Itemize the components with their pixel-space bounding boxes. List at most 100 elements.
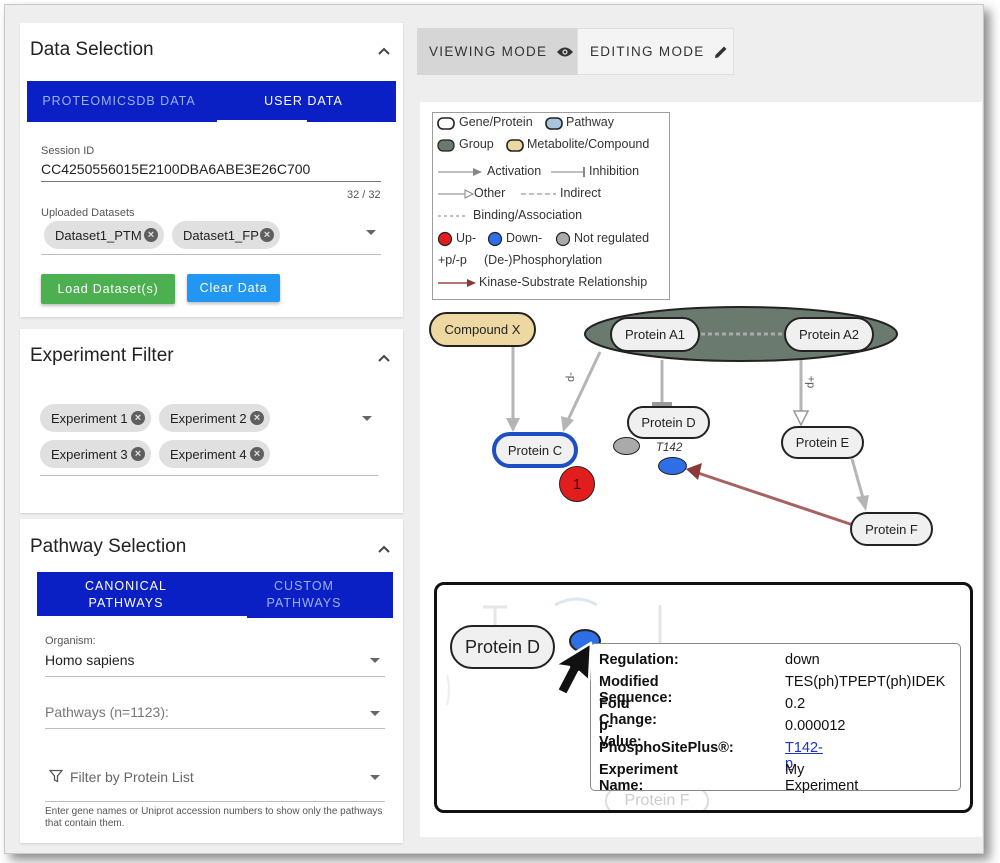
phosphosite-not-regulated[interactable] [613, 437, 640, 455]
experiment-chip-label: Experiment 4 [170, 446, 247, 462]
dataset-chip-label: Dataset1_PTM [55, 227, 142, 243]
session-id-input[interactable]: CC4250556015E2100DBA6ABE3E26C700 [41, 161, 311, 177]
datasets-underline [41, 254, 381, 255]
legend-group: Group [459, 137, 494, 151]
pathways-dropdown-icon[interactable] [370, 711, 380, 716]
editing-mode-label: EDITING MODE [590, 44, 705, 59]
regulation-badge: 1 [559, 466, 595, 502]
organism-dropdown-icon[interactable] [370, 658, 380, 663]
experiment-filter-card: Experiment Filter Experiment 1 × Experim… [20, 329, 403, 513]
tab-active-indicator [37, 616, 247, 618]
legend-activation: Activation [487, 164, 542, 178]
legend-metabolite: Metabolite/Compound [527, 137, 650, 151]
chevron-up-icon[interactable] [376, 43, 392, 59]
dataset-chip[interactable]: Dataset1_FP × [172, 221, 280, 249]
pathways-select[interactable]: Pathways (n=1123): [45, 704, 169, 720]
remove-chip-icon[interactable]: × [144, 228, 158, 242]
edge-label-minus-p: -p [564, 372, 577, 382]
pathways-underline [45, 728, 385, 729]
legend-kinase-substrate: Kinase-Substrate Relationship [479, 275, 648, 289]
clear-data-button[interactable]: Clear Data [187, 274, 280, 302]
experiment-chip[interactable]: Experiment 1 × [40, 404, 151, 432]
data-selection-card: Data Selection PROTEOMICSDB DATA USER DA… [20, 23, 403, 317]
node-protein-a2[interactable]: Protein A2 [784, 317, 874, 352]
legend-gene-protein: Gene/Protein [459, 115, 533, 129]
experiment-filter-title: Experiment Filter [30, 345, 174, 366]
node-protein-e[interactable]: Protein E [781, 426, 864, 459]
chevron-up-icon[interactable] [376, 541, 392, 557]
legend: Gene/Protein Pathway Group Metabolite/Co… [432, 112, 670, 300]
filter-underline [45, 801, 385, 802]
edge-label-plus-p: +p [804, 375, 817, 389]
legend-indirect: Indirect [560, 186, 601, 200]
legend-dephosphorylation: (De-)Phosphorylation [484, 253, 603, 267]
node-protein-d[interactable]: Protein D [627, 406, 710, 439]
viewing-mode-label: VIEWING MODE [429, 44, 548, 59]
tab-custom-pathways[interactable]: CUSTOM PATHWAYS [266, 579, 342, 610]
tab-user-data[interactable]: USER DATA [264, 94, 343, 108]
dataset-chip[interactable]: Dataset1_PTM × [44, 221, 164, 249]
pathway-selection-card: Pathway Selection CANONICAL PATHWAYS CUS… [20, 519, 403, 843]
session-id-label: Session ID [41, 145, 95, 157]
datasets-dropdown-icon[interactable] [366, 230, 376, 235]
remove-chip-icon[interactable]: × [260, 228, 274, 242]
remove-chip-icon[interactable]: × [131, 411, 145, 425]
tab-proteomicsdb-data[interactable]: PROTEOMICSDB DATA [42, 94, 196, 108]
node-protein-f[interactable]: Protein F [850, 512, 933, 546]
node-compound-x[interactable]: Compound X [429, 312, 536, 347]
eye-icon [557, 47, 574, 56]
legend-symbols [437, 117, 585, 287]
zoom-ghost-edges [446, 597, 662, 706]
chevron-up-icon[interactable] [376, 350, 392, 366]
experiment-chip-label: Experiment 2 [170, 410, 247, 426]
legend-down: Down- [506, 231, 543, 245]
organism-select[interactable]: Homo sapiens [45, 652, 135, 668]
data-source-tabs: PROTEOMICSDB DATA USER DATA [27, 81, 396, 122]
editing-mode-button[interactable]: EDITING MODE [577, 28, 734, 75]
experiment-chip[interactable]: Experiment 2 × [159, 404, 270, 432]
session-id-counter: 32 / 32 [347, 189, 381, 201]
phosphositeplus-link[interactable]: T142-p [785, 740, 823, 772]
remove-chip-icon[interactable]: × [250, 447, 264, 461]
legend-up: Up- [456, 231, 477, 245]
node-protein-c[interactable]: Protein C [492, 432, 578, 468]
zoom-callout: Protein D Protein F Regulation:down Modi… [434, 582, 973, 813]
experiments-dropdown-icon[interactable] [362, 416, 372, 421]
experiment-chip[interactable]: Experiment 4 × [159, 440, 270, 468]
tab-active-indicator [217, 120, 307, 122]
phosphosite-down[interactable] [658, 457, 687, 475]
pathway-tabs: CANONICAL PATHWAYS CUSTOM PATHWAYS [37, 572, 393, 618]
experiment-chip-label: Experiment 1 [51, 410, 128, 426]
legend-pp: +p/-p [438, 253, 467, 267]
mouse-cursor-icon [553, 641, 593, 697]
pencil-icon [714, 46, 727, 58]
remove-chip-icon[interactable]: × [131, 447, 145, 461]
legend-other: Other [474, 186, 506, 200]
pathway-selection-title: Pathway Selection [30, 536, 187, 557]
legend-not-regulated: Not regulated [574, 231, 650, 245]
app-window: Data Selection PROTEOMICSDB DATA USER DA… [4, 4, 984, 854]
organism-underline [45, 676, 385, 677]
legend-inhibition: Inhibition [589, 164, 640, 178]
filter-protein-list-input[interactable]: Filter by Protein List [70, 769, 194, 785]
tab-canonical-pathways[interactable]: CANONICAL PATHWAYS [85, 579, 167, 610]
phosphosite-tooltip: Regulation:down Modified Sequence:TES(ph… [590, 643, 961, 794]
legend-pathway: Pathway [566, 115, 614, 129]
zoom-node-protein-d[interactable]: Protein D [450, 625, 555, 669]
uploaded-datasets-label: Uploaded Datasets [41, 207, 135, 219]
viewing-mode-button[interactable]: VIEWING MODE [417, 28, 577, 75]
filter-dropdown-icon[interactable] [370, 775, 380, 780]
session-id-underline [41, 181, 381, 182]
filter-icon [49, 769, 63, 783]
experiments-underline [40, 475, 378, 476]
remove-chip-icon[interactable]: × [250, 411, 264, 425]
load-datasets-button[interactable]: Load Dataset(s) [41, 274, 175, 304]
organism-label: Organism: [45, 635, 96, 647]
phosphosite-label: T142 [656, 442, 683, 454]
filter-hint: Enter gene names or Uniprot accession nu… [45, 806, 383, 829]
pathway-graph-panel[interactable]: Gene/Protein Pathway Group Metabolite/Co… [420, 102, 982, 837]
legend-binding: Binding/Association [473, 208, 583, 222]
node-protein-a1[interactable]: Protein A1 [610, 317, 700, 352]
experiment-chip[interactable]: Experiment 3 × [40, 440, 151, 468]
dataset-chip-label: Dataset1_FP [183, 227, 259, 243]
